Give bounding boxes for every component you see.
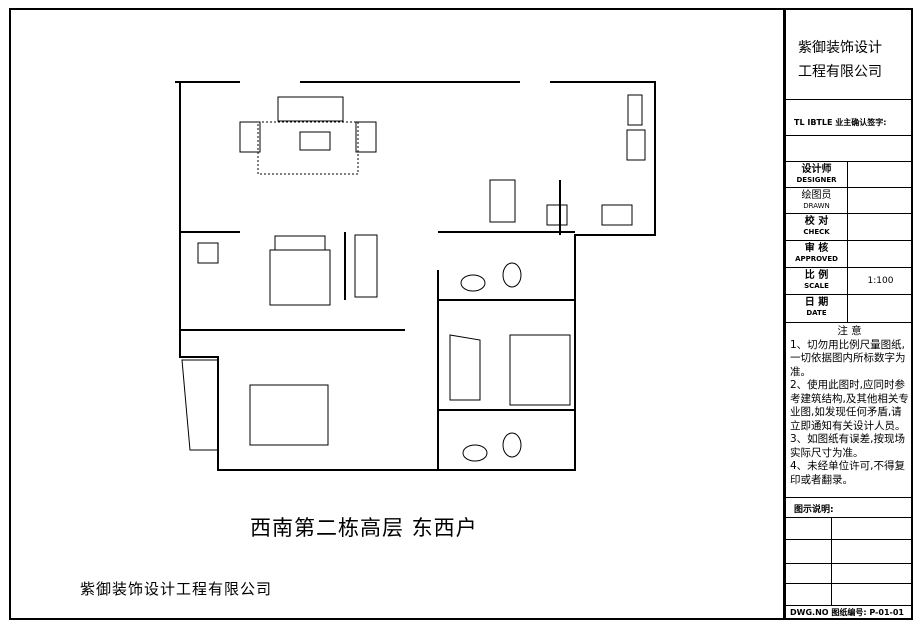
floor-plan	[175, 81, 656, 471]
dining-table	[489, 179, 516, 223]
armchair	[239, 121, 261, 153]
notes: 注 意 1、切勿用比例尺量图纸,一切依据图内所标数字为准。 2、使用此图时,应同…	[786, 323, 913, 498]
owner-confirm: TL IBTLE 业主确认签字:	[786, 108, 913, 136]
drawing-caption: 西南第二栋高层 东西户	[250, 516, 478, 540]
basin	[460, 274, 486, 292]
rug	[257, 121, 359, 175]
sofa	[277, 96, 344, 122]
legend-label: 图示说明:	[786, 498, 913, 518]
sink	[626, 129, 646, 161]
interior-walls	[180, 180, 575, 470]
sheet-border	[9, 8, 913, 620]
bed	[269, 249, 331, 306]
toilet	[502, 432, 522, 458]
company-footer: 紫御装饰设计工程有限公司	[80, 580, 273, 598]
stove	[601, 204, 633, 226]
bed	[509, 334, 571, 406]
toilet	[502, 262, 522, 288]
basin	[462, 444, 488, 462]
outer-wall	[175, 81, 656, 471]
company-name: 紫御装饰设计 工程有限公司	[786, 8, 913, 100]
bed	[249, 384, 329, 446]
drawing-number: DWG.NO 图纸编号: P-01-01	[790, 608, 904, 617]
coffee-table	[299, 131, 331, 151]
armchair	[355, 121, 377, 153]
